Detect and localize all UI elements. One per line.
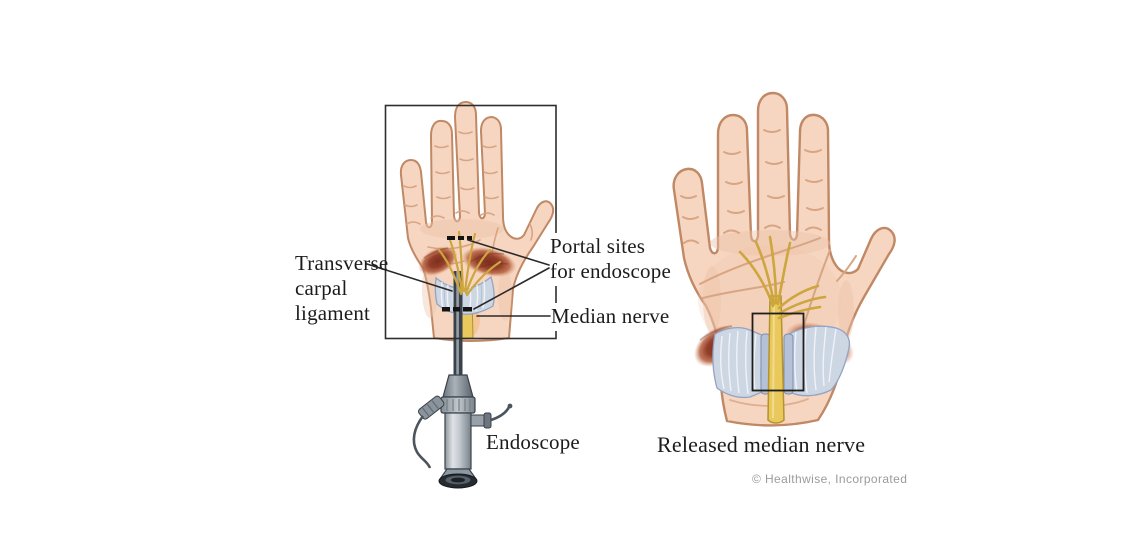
- endoscope-device: [412, 374, 513, 489]
- copyright-notice: © Healthwise, Incorporated: [752, 472, 908, 486]
- left-diagram-frame: [384, 104, 557, 340]
- median-nerve-label: Median nerve: [551, 303, 673, 331]
- label-pointer-lines: [366, 239, 551, 317]
- left-median-nerve-branches: [437, 230, 502, 297]
- right-cable: [490, 406, 511, 422]
- left-cable: [412, 415, 432, 469]
- light-post-connector: [417, 395, 445, 420]
- released-nerve-frame: [751, 312, 805, 392]
- left-diagram-artwork: [366, 101, 557, 489]
- portal-upper-pointer: [467, 239, 550, 266]
- portal-lower-pointer: [473, 267, 550, 310]
- left-hand-shading: [420, 219, 512, 321]
- endoscope-label: Endoscope: [486, 430, 580, 454]
- transverse-carpal-ligament-label: Transverse carpal ligament: [295, 251, 389, 325]
- portal-site-dashes: [442, 236, 472, 312]
- portal-sites-label: Portal sites for endoscope: [550, 233, 674, 286]
- transverse-ligament-pointer: [366, 263, 453, 292]
- released-median-nerve-label: Released median nerve: [657, 432, 866, 457]
- right-diagram-artwork: [672, 91, 896, 427]
- endoscope-shaft: [453, 271, 463, 375]
